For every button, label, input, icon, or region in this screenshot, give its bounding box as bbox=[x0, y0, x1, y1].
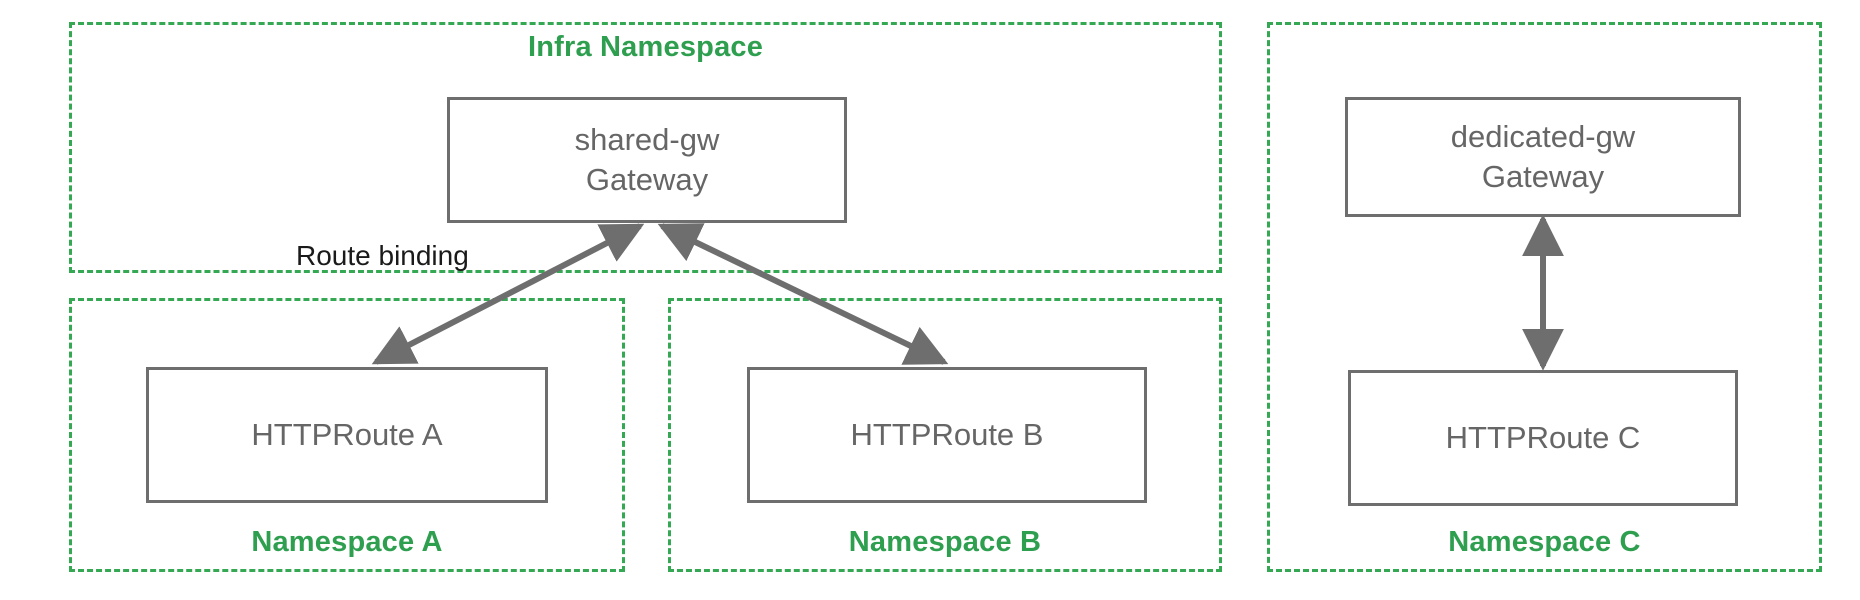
namespace-container-c: Namespace C bbox=[1267, 22, 1822, 572]
namespace-label-c: Namespace C bbox=[1448, 526, 1641, 558]
namespace-container-a: Namespace A bbox=[69, 298, 625, 572]
namespace-container-infra: Infra Namespace bbox=[69, 22, 1222, 273]
node-dedicated-gw-gateway[interactable]: dedicated-gw Gateway bbox=[1345, 97, 1741, 217]
node-shared-gw-gateway[interactable]: shared-gw Gateway bbox=[447, 97, 847, 223]
node-httproute-c[interactable]: HTTPRoute C bbox=[1348, 370, 1738, 506]
namespace-label-a: Namespace A bbox=[251, 526, 443, 558]
edge-label-route-binding: Route binding bbox=[296, 240, 469, 271]
node-httproute-a[interactable]: HTTPRoute A bbox=[146, 367, 548, 503]
node-httproute-b[interactable]: HTTPRoute B bbox=[747, 367, 1147, 503]
namespace-label-b: Namespace B bbox=[848, 526, 1042, 558]
namespace-label-infra: Infra Namespace bbox=[527, 31, 764, 63]
